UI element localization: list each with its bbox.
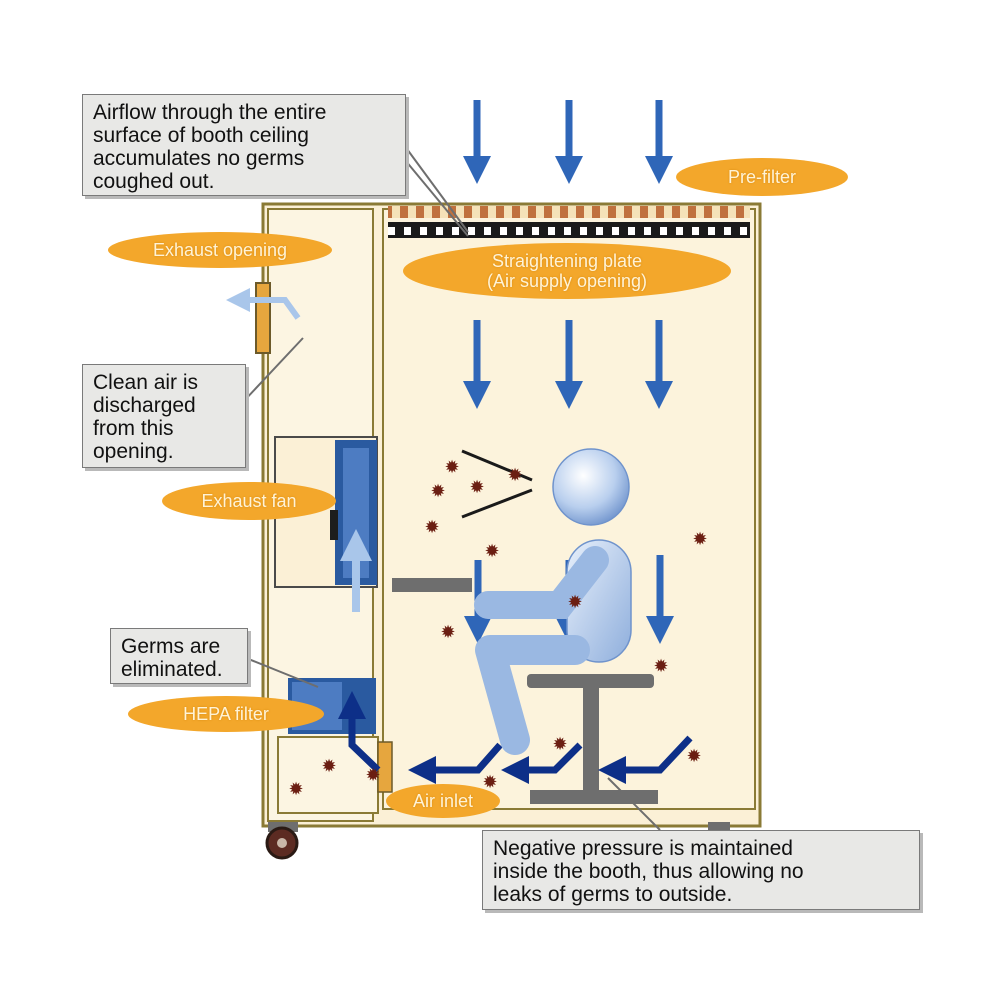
germ-icon: ✹ xyxy=(692,529,707,550)
germ-icon: ✹ xyxy=(552,734,567,755)
label-straightening-line2: (Air supply opening) xyxy=(486,271,648,291)
pre-filter-strip xyxy=(388,206,750,218)
label-exhaust-opening: Exhaust opening xyxy=(108,232,332,268)
germ-icon: ✹ xyxy=(430,481,445,502)
germ-icon: ✹ xyxy=(653,656,668,677)
callout-ceiling-line1: Airflow through the entire xyxy=(93,101,327,124)
callout-ceiling-line3: accumulates no germs xyxy=(93,147,305,170)
person-figure-icon xyxy=(474,448,632,755)
germ-icon: ✹ xyxy=(424,517,439,538)
stool xyxy=(527,674,658,804)
callout-clean-air: Clean air is discharged from this openin… xyxy=(82,364,246,468)
callout-negative-line2: inside the booth, thus allowing no xyxy=(493,860,804,883)
leader-lines xyxy=(242,144,661,831)
label-exhaust-opening-text: Exhaust opening xyxy=(152,240,288,260)
floor-airflow-arrows xyxy=(338,691,693,784)
germ-icon: ✹ xyxy=(507,465,522,486)
label-exhaust-fan: Exhaust fan xyxy=(162,482,336,520)
callout-clean-air-line1: Clean air is xyxy=(93,371,199,394)
label-straightening-line1: Straightening plate xyxy=(491,251,643,271)
exhaust-opening-louver xyxy=(255,282,271,354)
caster-wheel-icon xyxy=(265,822,730,860)
germ-icon: ✹ xyxy=(440,622,455,643)
germ-icon: ✹ xyxy=(469,477,484,498)
cough-cone xyxy=(461,449,533,519)
callout-ceiling-line4: coughed out. xyxy=(93,170,215,193)
desk xyxy=(392,578,472,592)
label-air-inlet: Air inlet xyxy=(386,784,500,818)
label-straightening-plate: Straightening plate (Air supply opening) xyxy=(403,243,731,299)
callout-germs-eliminated: Germs are eliminated. xyxy=(110,628,248,684)
germ-icon: ✹ xyxy=(686,746,701,767)
straightening-plate-strip xyxy=(388,222,750,238)
germ-icon: ✹ xyxy=(444,457,459,478)
germ-icon: ✹ xyxy=(288,779,303,800)
callout-germs-line1: Germs are xyxy=(121,635,221,658)
callout-negative-pressure: Negative pressure is maintained inside t… xyxy=(482,830,920,910)
germs: ✹ ✹ ✹ ✹ ✹ ✹ ✹ ✹ ✹ ✹ ✹ ✹ ✹ ✹ ✹ ✹ xyxy=(288,457,707,800)
label-air-inlet-text: Air inlet xyxy=(412,791,474,811)
germ-icon: ✹ xyxy=(484,541,499,562)
label-exhaust-fan-text: Exhaust fan xyxy=(201,491,297,511)
callout-negative-line3: leaks of germs to outside. xyxy=(493,883,733,906)
label-pre-filter: Pre-filter xyxy=(676,158,848,196)
callout-germs-line2: eliminated. xyxy=(121,658,223,681)
callout-clean-air-line2: discharged xyxy=(93,394,196,417)
incoming-airflow-arrows xyxy=(463,100,673,184)
downflow-arrows xyxy=(463,320,673,409)
label-hepa-filter-text: HEPA filter xyxy=(183,704,269,724)
callout-clean-air-line3: from this xyxy=(93,417,174,440)
germ-icon: ✹ xyxy=(321,756,336,777)
callout-ceiling-airflow: Airflow through the entire surface of bo… xyxy=(82,94,406,196)
callout-negative-line1: Negative pressure is maintained xyxy=(493,837,793,860)
exhaust-outflow-arrow xyxy=(226,288,301,320)
label-pre-filter-text: Pre-filter xyxy=(727,167,796,187)
callout-ceiling-line2: surface of booth ceiling xyxy=(93,124,309,147)
callout-clean-air-line4: opening. xyxy=(93,440,174,463)
germ-icon: ✹ xyxy=(567,592,582,613)
germ-icon: ✹ xyxy=(482,772,497,793)
label-hepa-filter: HEPA filter xyxy=(128,696,324,732)
germ-icon: ✹ xyxy=(365,765,380,786)
